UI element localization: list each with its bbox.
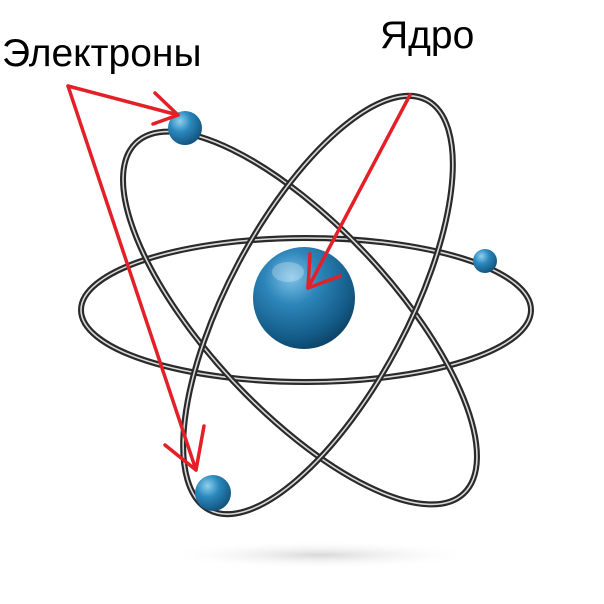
arrow-electron-bottom [66,84,198,472]
arrow-electron-top-head [151,91,180,126]
orbit-tilted-left [120,128,480,508]
electron-bottom-left [195,475,231,511]
arrows [66,84,412,472]
electron-top-left [168,111,202,145]
nucleus-highlight [272,262,304,282]
floor-shadow [160,541,480,569]
nucleus [253,247,355,349]
arrow-nucleus [306,93,412,290]
label-electrons: Электроны [2,32,202,75]
label-nucleus: Ядро [380,14,474,57]
arrow-electron-top [66,84,180,117]
orbit-horizontal [78,235,534,385]
arrow-nucleus-head [306,252,342,290]
arrow-electron-bottom-head [163,424,206,472]
electron-right [473,249,497,273]
